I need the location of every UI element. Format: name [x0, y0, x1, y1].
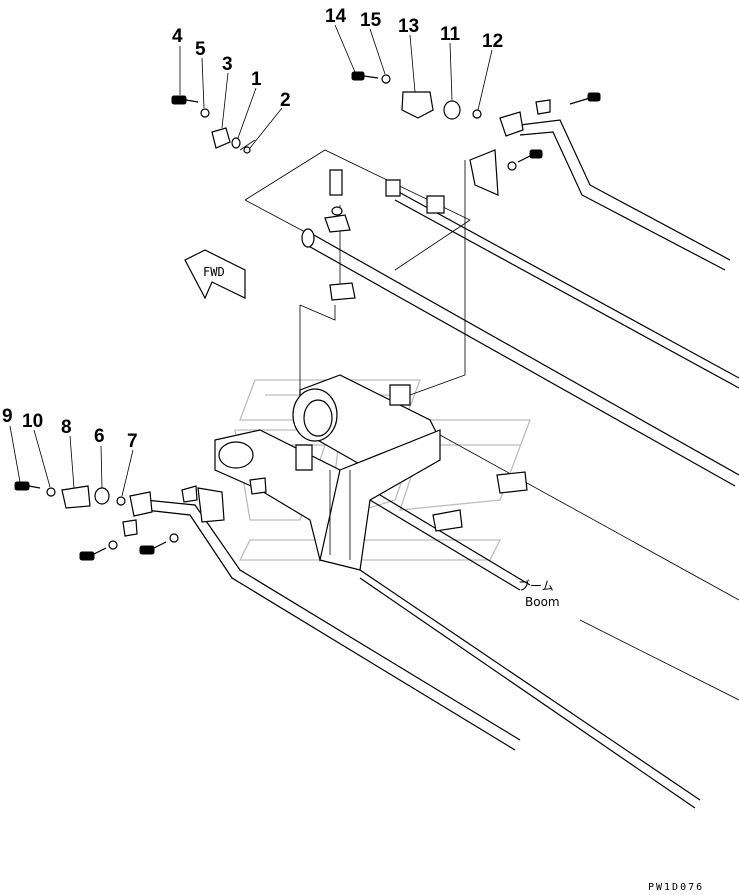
boom-label-jp: ブーム: [518, 578, 554, 593]
fwd-label: FWD: [203, 265, 225, 279]
upper-fittings: [171, 71, 601, 301]
callout-4: 4: [172, 26, 183, 47]
callout-8: 8: [61, 417, 72, 438]
drawing-code: PW1D076: [648, 882, 704, 893]
callout-11: 11: [440, 24, 461, 45]
callout-5: 5: [195, 39, 206, 60]
boom-label-en: Boom: [525, 595, 560, 609]
callout-2: 2: [280, 90, 291, 111]
callout-14: 14: [325, 6, 347, 27]
callout-15: 15: [360, 10, 382, 31]
callout-7: 7: [127, 431, 138, 452]
callout-3: 3: [222, 54, 233, 75]
fwd-arrow: FWD: [184, 249, 246, 300]
callout-6: 6: [94, 426, 105, 447]
callouts: 1 2 3 4 5 6 7 8 9 10 11 12 13 14 15: [2, 6, 503, 452]
hydraulic-pipes: [144, 119, 739, 809]
callout-12: 12: [482, 31, 503, 52]
lower-fittings: [14, 471, 528, 561]
guide-lines: [239, 139, 471, 396]
boom-structure: [214, 374, 441, 571]
callout-leaders: [9, 24, 493, 497]
callout-10: 10: [22, 411, 43, 432]
callout-13: 13: [398, 16, 419, 37]
callout-1: 1: [251, 69, 262, 90]
callout-9: 9: [2, 406, 13, 427]
